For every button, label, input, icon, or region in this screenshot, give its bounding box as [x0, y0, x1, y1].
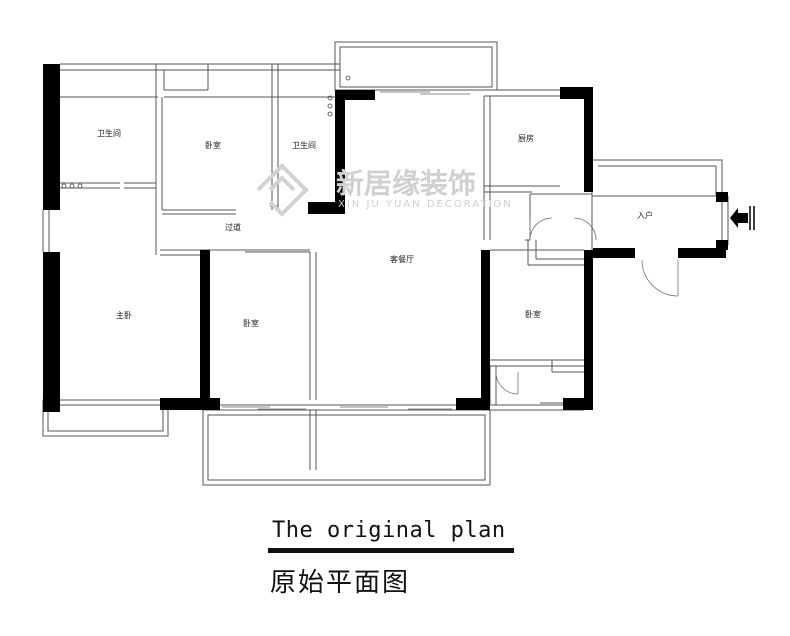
room-label-bedroom-top: 卧室 — [205, 140, 221, 150]
entrance-arrow-icon — [730, 206, 755, 230]
caption-english: The original plan — [272, 518, 506, 543]
room-label-kitchen: 厨房 — [518, 133, 534, 143]
room-label-bathroom-2: 卫生间 — [292, 140, 316, 150]
watermark-english: XIN JU YUAN DECORATION — [338, 199, 513, 210]
room-label-corridor: 过道 — [225, 222, 241, 232]
sliding-doors — [222, 91, 470, 410]
watermark-chinese: 新居缘装饰 — [336, 167, 476, 200]
room-label-bedroom-middle: 卧室 — [243, 318, 259, 328]
caption-divider — [268, 548, 514, 553]
watermark-logo-icon — [256, 163, 309, 217]
walls — [43, 64, 728, 412]
room-label-bedroom-right: 卧室 — [525, 309, 541, 319]
room-label-entrance: 入户 — [637, 210, 653, 220]
watermark: 新居缘装饰 XIN JU YUAN DECORATION — [256, 163, 513, 217]
door-swings — [495, 217, 679, 395]
room-label-master-bedroom: 主卧 — [116, 310, 132, 320]
room-label-bathroom-1: 卫生间 — [97, 128, 121, 138]
caption-chinese: 原始平面图 — [270, 568, 411, 598]
room-labels: 卫生间 卧室 卫生间 厨房 过道 客餐厅 入户 主卧 卧室 卧室 — [97, 128, 653, 328]
room-label-living-dining: 客餐厅 — [390, 254, 414, 264]
thin-outlines — [42, 41, 729, 486]
